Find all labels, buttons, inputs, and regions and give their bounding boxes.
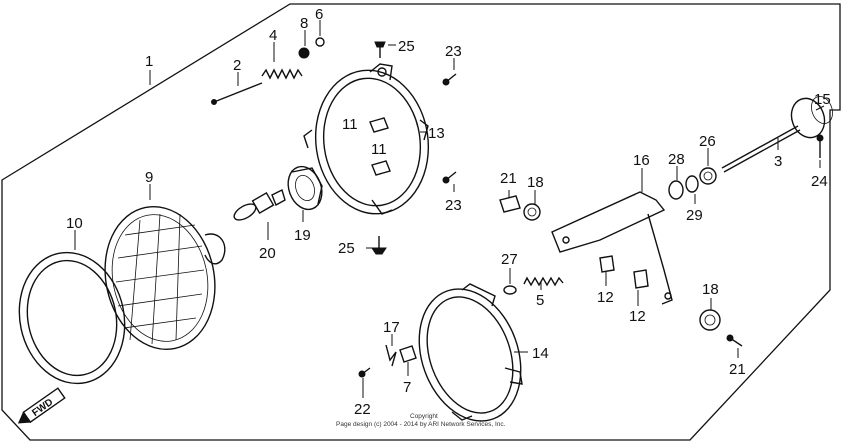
label-part-2: 2: [233, 57, 241, 74]
label-part-12-left: 12: [597, 289, 614, 306]
nut-18-lower: [699, 309, 721, 331]
headlight-rim: [18, 251, 126, 385]
copyright-line-2: Page design (c) 2004 - 2014 by ARI Netwo…: [336, 421, 506, 428]
label-part-16: 16: [633, 152, 650, 169]
washer-upper: [315, 37, 325, 47]
label-part-10: 10: [66, 215, 83, 232]
label-part-19: 19: [294, 227, 311, 244]
nut-18-upper: [523, 203, 541, 221]
leader-lines: [74, 20, 825, 398]
clip-upper: [369, 117, 389, 133]
clip-12-right: [633, 269, 649, 289]
bolt-21-lower: [726, 334, 743, 347]
label-part-8: 8: [300, 15, 308, 32]
headlight-stay: [551, 191, 673, 305]
washer-27: [503, 285, 517, 295]
label-part-28: 28: [668, 151, 685, 168]
sealed-beam-unit: [104, 205, 226, 351]
assembly-outline: [1, 3, 841, 441]
screw-23-lower: [442, 171, 457, 184]
label-part-17: 17: [383, 319, 400, 336]
label-part-21-upper: 21: [500, 170, 517, 187]
label-part-14: 14: [532, 345, 549, 362]
fwd-arrow: FWD: [17, 387, 66, 424]
clip-12-left: [599, 255, 615, 273]
label-part-15: 15: [814, 91, 831, 108]
screw-upper: [374, 41, 386, 58]
label-part-18-lower: 18: [702, 281, 719, 298]
spring-clip: [385, 344, 397, 367]
label-part-26: 26: [699, 133, 716, 150]
screw-23-upper: [442, 73, 457, 86]
spring-lower: [523, 276, 564, 287]
label-part-7: 7: [403, 379, 411, 396]
label-part-4: 4: [269, 27, 277, 44]
label-part-22: 22: [354, 401, 371, 418]
bolt-21-upper: [499, 195, 521, 213]
label-part-11-lower: 11: [371, 141, 387, 158]
nut-26: [699, 167, 717, 185]
screw-lower: [371, 236, 387, 255]
label-part-13: 13: [428, 125, 445, 142]
small-bracket: [399, 345, 417, 363]
label-part-6: 6: [315, 6, 323, 23]
label-part-9: 9: [145, 169, 153, 186]
adjusting-screw: [211, 82, 263, 105]
headlight-mount-ring: [418, 283, 523, 422]
bulb-socket: [287, 165, 323, 211]
label-part-25-upper: 25: [398, 38, 415, 55]
headlight-case: [303, 63, 430, 215]
collar: [790, 96, 833, 139]
label-part-29: 29: [686, 207, 703, 224]
nut-upper: [298, 47, 310, 59]
label-part-12-right: 12: [629, 308, 646, 325]
label-part-23-upper: 23: [445, 43, 462, 60]
screw-22: [358, 367, 371, 378]
label-part-24: 24: [811, 173, 828, 190]
fwd-label: FWD: [30, 397, 55, 419]
label-part-20: 20: [259, 245, 276, 262]
label-part-11-upper: 11: [342, 116, 358, 133]
label-part-18-upper: 18: [527, 174, 544, 191]
label-part-3: 3: [774, 153, 782, 170]
washer-29: [685, 175, 699, 193]
spring-upper: [261, 68, 303, 80]
washer-28: [668, 180, 684, 200]
screw-24: [816, 134, 824, 158]
bulb: [233, 189, 286, 221]
label-part-23-lower: 23: [445, 197, 462, 214]
label-part-5: 5: [536, 292, 544, 309]
clip-lower: [371, 160, 391, 176]
label-part-27: 27: [501, 251, 518, 268]
label-part-25-lower: 25: [338, 240, 355, 257]
label-part-1: 1: [145, 53, 153, 70]
copyright-line-1: Copyright: [410, 413, 438, 420]
mount-bolt: [721, 125, 801, 173]
part-labels: 1 2 4 8 6 25 23 11 11 13 9 10 20 19 23 2…: [66, 6, 831, 418]
label-part-21-lower: 21: [729, 361, 746, 378]
